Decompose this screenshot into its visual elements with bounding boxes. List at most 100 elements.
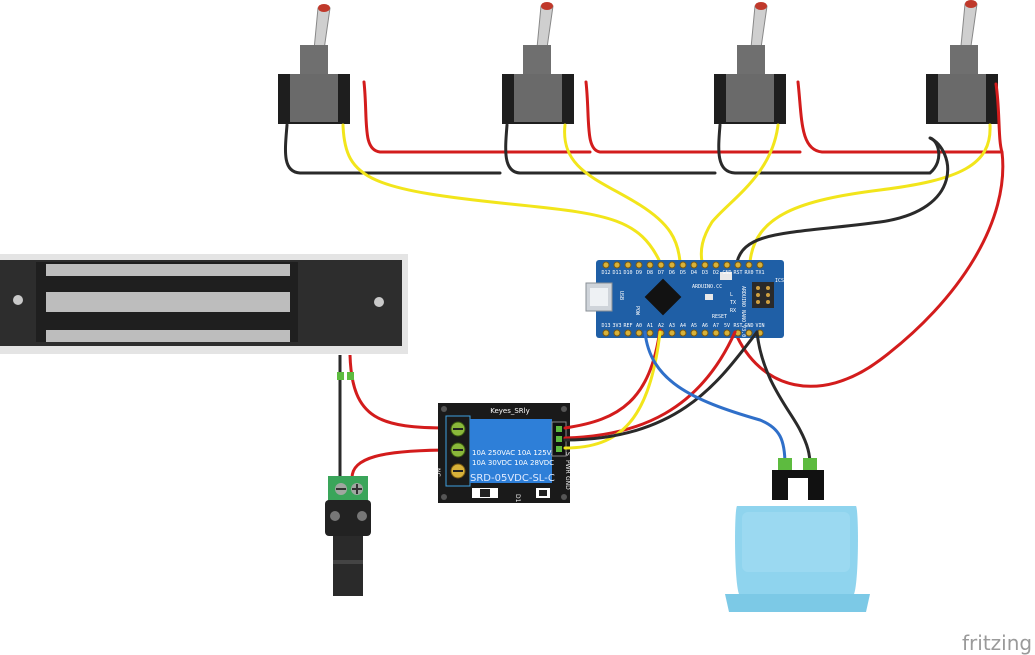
pin-label-bottom-rst: RST [733, 323, 742, 329]
relay-control-wires [563, 328, 759, 450]
red-vcc-wire [733, 151, 1005, 388]
pin-label-top-d4: D4 [691, 270, 697, 276]
relay-label-gnd: GND [564, 476, 571, 490]
silk-arduino-cc: ARDUINO.CC [692, 284, 722, 290]
pin-label-top-d2: D2 [713, 270, 719, 276]
silk-l: L [730, 292, 733, 298]
pin-pad-top-d9 [635, 261, 643, 269]
relay-title: Keyes_SRly [490, 407, 530, 415]
pin-label-top-rst: RST [733, 270, 742, 276]
relay-model: SRD-05VDC-SL-C [470, 473, 555, 484]
pin-pad-bottom-ref [624, 329, 632, 337]
pin-pad-bottom-a1 [646, 329, 654, 337]
silk-pow: POW [634, 306, 640, 316]
pin-pad-bottom-a5 [690, 329, 698, 337]
pin-label-bottom-gnd: GND [744, 323, 753, 329]
pin-label-bottom-a3: A3 [669, 323, 675, 329]
icsp-header [752, 282, 774, 308]
pin-label-top-d3: D3 [702, 270, 708, 276]
toggle-switch-1 [278, 4, 350, 124]
pin-label-top-rx0: RX0 [744, 270, 753, 276]
switch-red-bus [362, 80, 1004, 154]
toggle-switch-4 [926, 0, 998, 124]
fritzing-logo: fritzing [962, 631, 1032, 655]
silk-usb: USB [618, 291, 624, 300]
pin-label-bottom-ref: REF [623, 323, 632, 329]
dc-barrel-jack [325, 476, 371, 596]
pin-label-bottom-a5: A5 [691, 323, 697, 329]
pin-label-top-d6: D6 [669, 270, 675, 276]
button-wires [643, 330, 812, 467]
pin-label-bottom-5v: 5V [724, 323, 730, 329]
pin-label-top-gnd: GND [722, 270, 731, 276]
magnetic-lock [0, 254, 408, 354]
pin-pad-bottom-a3 [668, 329, 676, 337]
pin-pad-top-d7 [657, 261, 665, 269]
pin-label-top-d12: D12 [601, 270, 610, 276]
silk-reset: RESET [712, 314, 727, 320]
relay-rating-2: 10A 30VDC 10A 28VDC [472, 459, 554, 467]
pin-pad-top-gnd [723, 261, 731, 269]
black-gnd-wire [735, 136, 950, 263]
pin-label-bottom-a6: A6 [702, 323, 708, 329]
pin-label-bottom-3v3: 3V3 [612, 323, 621, 329]
pin-label-top-d8: D8 [647, 270, 653, 276]
pin-pad-top-d10 [624, 261, 632, 269]
pin-pad-top-d2 [712, 261, 720, 269]
pin-pad-top-d6 [668, 261, 676, 269]
pin-label-bottom-vin: VIN [755, 323, 764, 329]
relay-rating-1: 10A 250VAC 10A 125VAC [472, 449, 561, 457]
lock-wires [338, 354, 453, 480]
pin-pad-bottom-3v3 [613, 329, 621, 337]
pin-label-top-d5: D5 [680, 270, 686, 276]
pin-pad-top-d8 [646, 261, 654, 269]
nano-silkscreen: USB ARDUINO.CC ICSP ARDUINO NANO V3.0 PO… [618, 278, 787, 337]
screw-icon [374, 297, 384, 307]
arcade-button [725, 458, 870, 612]
pin-label-top-tx1: TX1 [755, 270, 764, 276]
silk-rx: RX [730, 308, 736, 314]
yellow-signal-wires [341, 123, 992, 264]
silk-nano: ARDUINO NANO V3.0 [740, 286, 746, 337]
relay-label-s: S [564, 452, 571, 456]
screw-icon [13, 295, 23, 305]
pin-pad-top-rst [734, 261, 742, 269]
pin-pad-bottom-a7 [712, 329, 720, 337]
pin-label-bottom-a2: A2 [658, 323, 664, 329]
toggle-switch-3 [714, 2, 786, 124]
relay-label-d1: D1 [514, 494, 521, 503]
relay-label-nc: NC [434, 468, 441, 477]
pin-pad-top-rx0 [745, 261, 753, 269]
switch-black-bus [283, 123, 941, 175]
pin-label-top-d7: D7 [658, 270, 664, 276]
toggle-switch-2 [502, 2, 574, 124]
pin-label-bottom-a0: A0 [636, 323, 642, 329]
silk-tx: TX [730, 300, 736, 306]
pin-pad-bottom-a6 [701, 329, 709, 337]
pin-pad-top-tx1 [756, 261, 764, 269]
relay-label-pwr: PWR [564, 460, 571, 474]
pin-pad-top-d3 [701, 261, 709, 269]
silk-icsp: ICSP [775, 278, 787, 284]
pin-pad-bottom-a4 [679, 329, 687, 337]
pin-pad-bottom-a0 [635, 329, 643, 337]
pin-label-top-d11: D11 [612, 270, 621, 276]
pin-label-bottom-a4: A4 [680, 323, 686, 329]
pin-label-top-d9: D9 [636, 270, 642, 276]
pin-label-bottom-d13: D13 [601, 323, 610, 329]
pin-pad-bottom-gnd [745, 329, 753, 337]
relay-module: Keyes_SRly 10A 250VAC 10A 125VAC 10A 30V… [434, 403, 571, 503]
pin-label-bottom-a1: A1 [647, 323, 653, 329]
pin-pad-top-d5 [679, 261, 687, 269]
pin-pad-bottom-d13 [602, 329, 610, 337]
pin-label-top-d10: D10 [623, 270, 632, 276]
arduino-nano: USB ARDUINO.CC ICSP ARDUINO NANO V3.0 PO… [585, 260, 787, 338]
pin-pad-top-d12 [602, 261, 610, 269]
pin-pad-bottom-5v [723, 329, 731, 337]
pin-label-bottom-a7: A7 [713, 323, 719, 329]
pin-pad-top-d11 [613, 261, 621, 269]
pin-pad-top-d4 [690, 261, 698, 269]
